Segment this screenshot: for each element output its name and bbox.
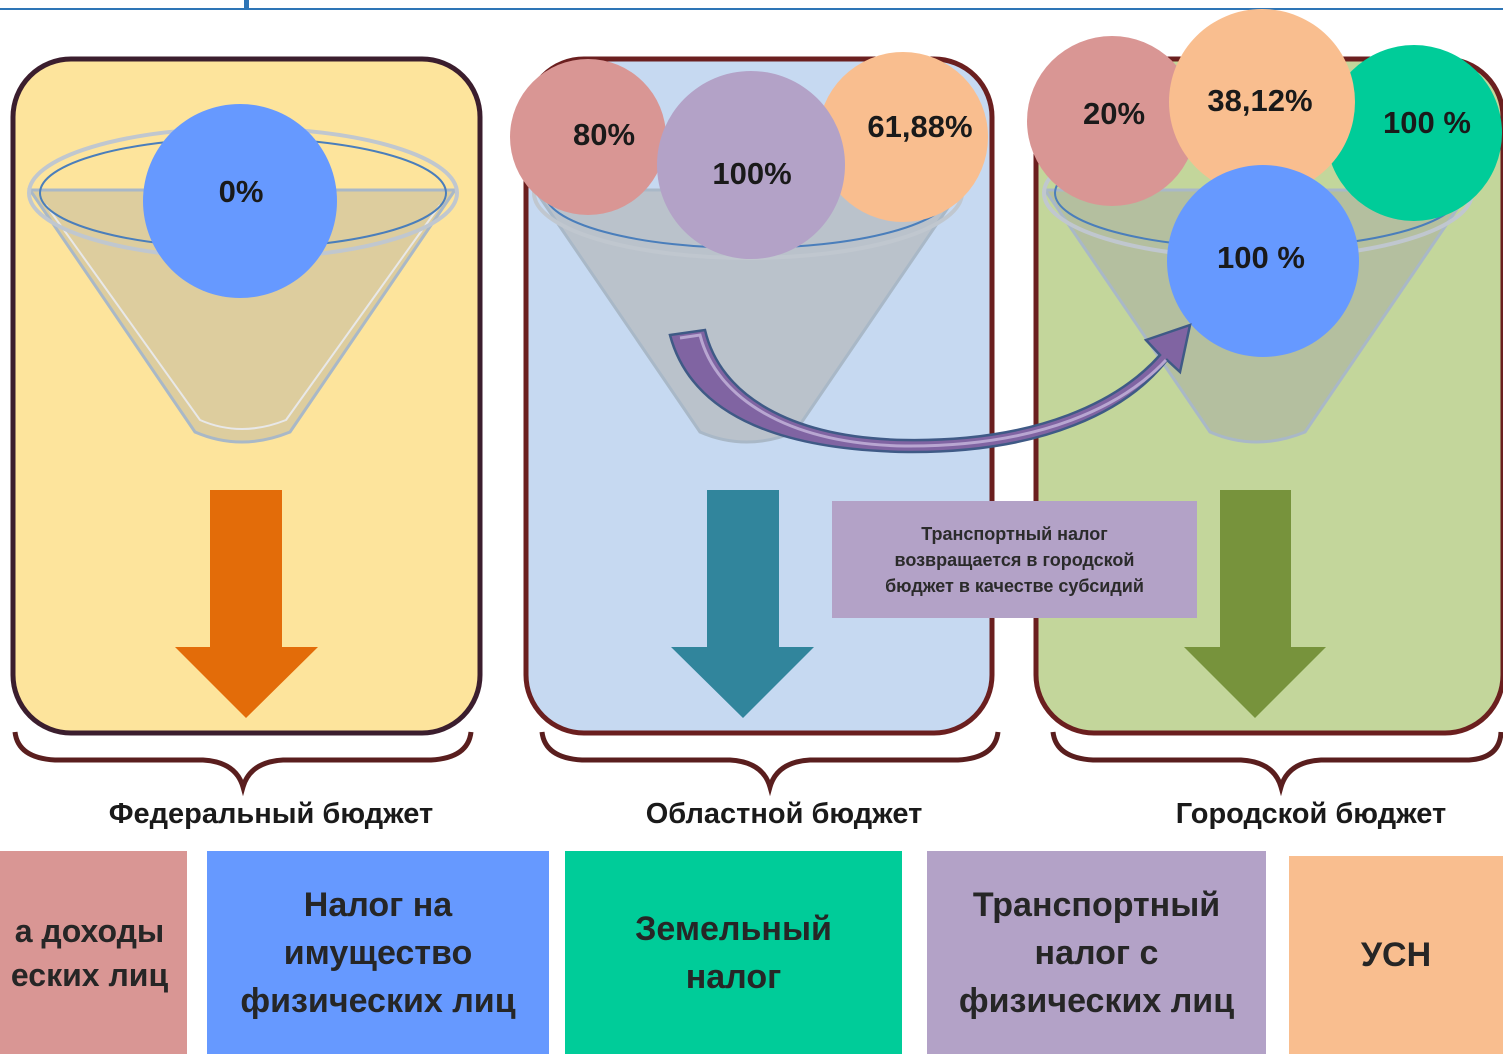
legend-property-box [207, 851, 549, 1054]
legend-usn: УСН [1289, 856, 1503, 1054]
regional-transport-circle [657, 71, 845, 259]
legend-usn-box [1289, 856, 1503, 1054]
city-usn-circle [1169, 9, 1355, 195]
federal-brace-icon [12, 731, 474, 797]
header-accent-bar [0, 0, 1503, 10]
federal-down-arrow-icon [175, 490, 318, 718]
regional-transport-value: 100% [712, 156, 792, 191]
city-ndfl-circle [1027, 36, 1197, 206]
federal-property-value: 0% [218, 174, 264, 209]
city-land-value: 100 % [1383, 105, 1471, 140]
city-usn-value: 38,12% [1207, 83, 1313, 118]
legend-land-label: Земельный налог [635, 909, 832, 996]
regional-down-arrow-icon [671, 490, 814, 718]
legend-property-label: Налог на имущество физических лиц [240, 885, 516, 1020]
city-land-circle [1326, 45, 1502, 221]
city-budget-label: Городской бюджет [1175, 798, 1447, 830]
federal-budget-label: Федеральный бюджет [108, 798, 434, 830]
regional-budget-label: Областной бюджет [645, 798, 923, 830]
legend-land-box [565, 851, 902, 1054]
legend-ndfl: а доходы еских лиц [0, 851, 187, 1054]
header-tick [244, 0, 249, 10]
legend-usn-label: УСН [1360, 936, 1432, 974]
city-brace-icon [1050, 731, 1503, 797]
city-property-circle [1167, 165, 1359, 357]
regional-ndfl-circle [510, 59, 666, 215]
transport-tax-note: Транспортный налог возвращается в городс… [832, 501, 1197, 618]
legend-land: Земельный налог [565, 851, 902, 1054]
federal-property-circle [143, 104, 337, 298]
legend-property: Налог на имущество физических лиц [207, 851, 549, 1054]
transport-tax-note-text: Транспортный налог возвращается в городс… [885, 523, 1144, 596]
regional-usn-value: 61,88% [867, 109, 973, 144]
legend-transport-label: Транспортный налог с физических лиц [958, 885, 1235, 1020]
legend-transport: Транспортный налог с физических лиц [927, 851, 1266, 1054]
curved-arrow-icon [668, 323, 1192, 454]
city-ndfl-value: 20% [1082, 96, 1146, 131]
city-down-arrow-icon [1184, 490, 1326, 718]
legend-ndfl-label: а доходы еских лиц [10, 912, 169, 993]
header-line [0, 8, 1503, 10]
regional-brace-icon [539, 731, 1001, 797]
regional-ndfl-value: 80% [572, 117, 636, 152]
city-property-value: 100 % [1217, 240, 1305, 275]
regional-usn-circle [818, 52, 988, 222]
legend-transport-box [927, 851, 1266, 1054]
legend-ndfl-box [0, 851, 187, 1054]
